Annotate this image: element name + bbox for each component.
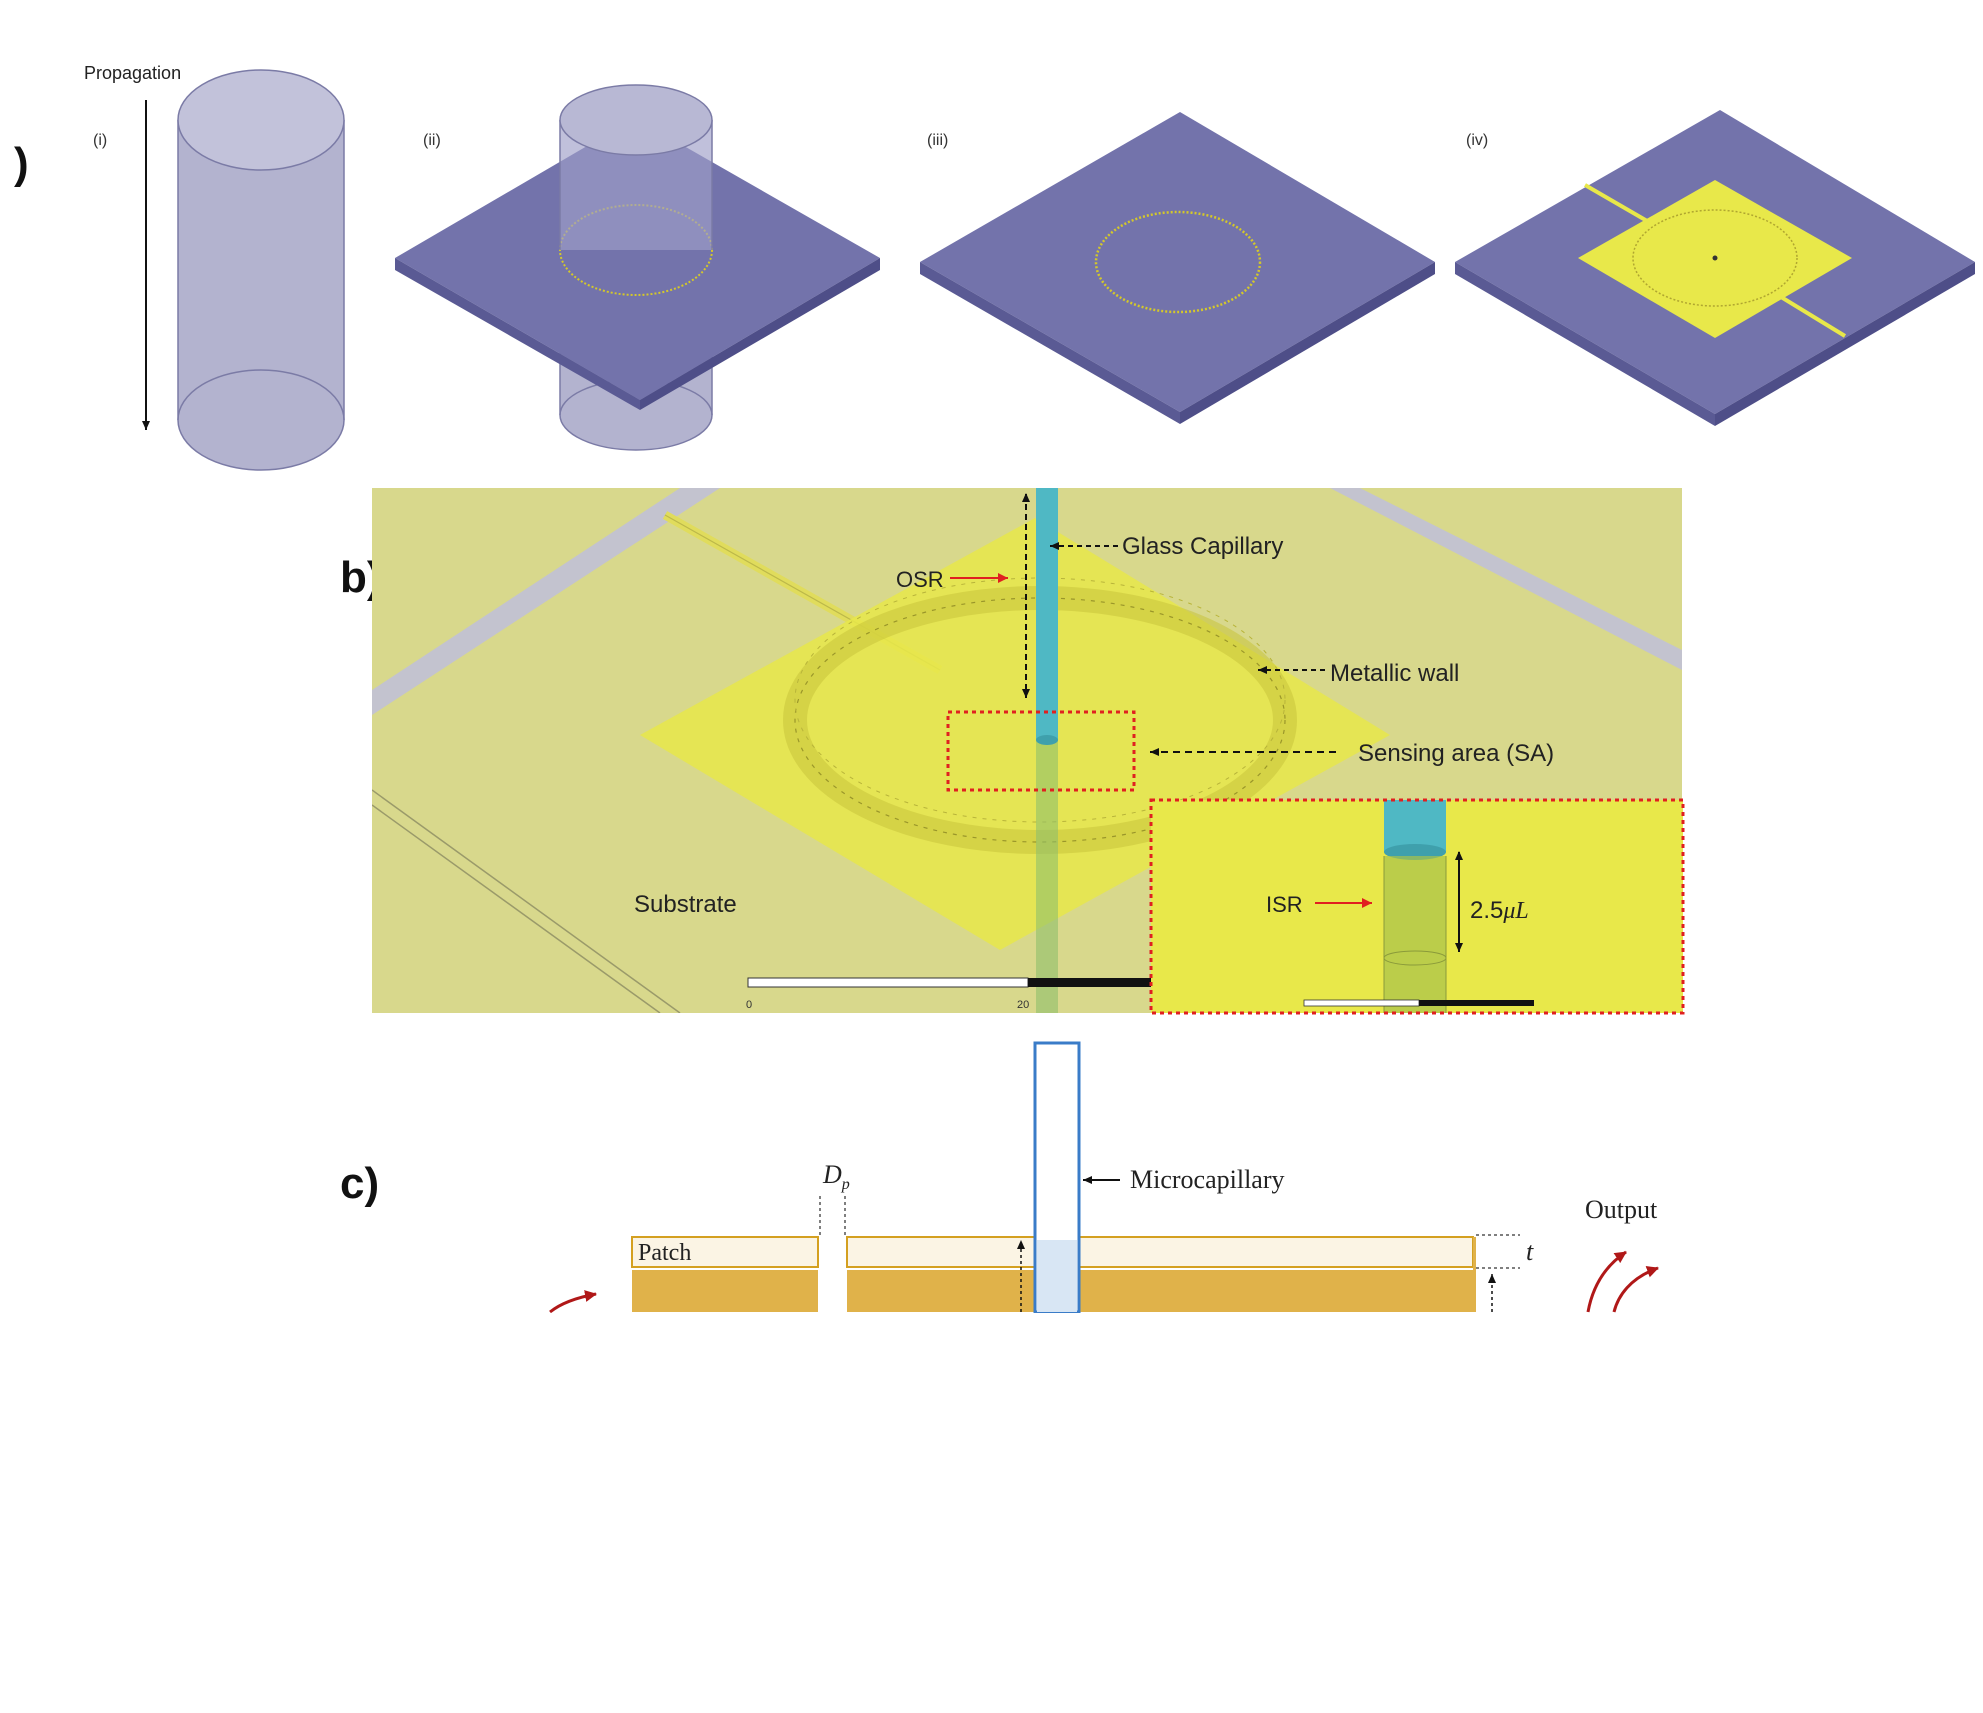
patch-label: Patch (638, 1240, 691, 1266)
sensing-area-label: Sensing area (SA) (1358, 740, 1554, 767)
substrate-label: Substrate (634, 891, 737, 918)
isr-inset (1149, 798, 1685, 1015)
substrate-layer-right (847, 1270, 1473, 1312)
panel-a-label: ) (14, 139, 29, 188)
output-wave-2 (1612, 1266, 1659, 1313)
step-label-iv: (iv) (1466, 132, 1488, 149)
osr-label: OSR (896, 567, 944, 592)
sensing-area-box (946, 710, 1136, 792)
output-wave-1 (1586, 1250, 1627, 1313)
cylinder-waveguide (177, 69, 345, 471)
panel-a: ) Propagation (i) (ii) (iii) (iv) (14, 63, 1975, 471)
output-label: Output (1585, 1195, 1658, 1224)
input-wave (549, 1290, 597, 1314)
glass-capillary-label: Glass Capillary (1122, 533, 1283, 560)
isr-label: ISR (1266, 892, 1303, 917)
panel-c: c) Dp Patch Microcapillary t Output (0, 1041, 1983, 1713)
panel-c-label: c) (340, 1159, 379, 1208)
scale-tick-0: 0 (746, 999, 752, 1011)
patch-layer-right (846, 1236, 1474, 1268)
isr-volume-label: 2.5μL (1470, 897, 1529, 924)
cylinder-through-board (395, 84, 880, 451)
metallic-wall-label: Metallic wall (1330, 660, 1459, 687)
board-with-patch (1455, 110, 1975, 426)
step-label-iii: (iii) (927, 132, 948, 149)
patch-layer-left (631, 1236, 819, 1268)
microcapillary-label: Microcapillary (1130, 1165, 1285, 1194)
step-label-i: (i) (93, 132, 107, 149)
propagation-label: Propagation (84, 63, 181, 83)
substrate-layer-left (632, 1270, 818, 1312)
board-with-ring (920, 112, 1435, 424)
scale-tick-20: 20 (1017, 999, 1029, 1011)
thickness-label: t (1526, 1237, 1534, 1266)
panel-b: b) (340, 488, 1685, 1015)
dp-label: Dp (822, 1160, 850, 1193)
step-label-ii: (ii) (423, 132, 441, 149)
